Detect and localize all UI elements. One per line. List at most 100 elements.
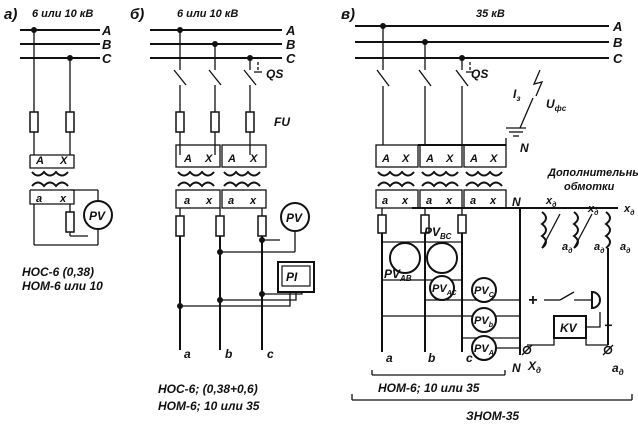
meter-label: PVА [474, 343, 494, 357]
additional-windings-label-1: Дополнительные [547, 167, 638, 179]
panel-c: в) 35 кВ A B C QS Iз Uфс N [341, 6, 638, 423]
neutral-label: N [520, 141, 529, 155]
secondary-winding [31, 181, 69, 188]
neutral-label: N [512, 195, 521, 209]
bus-label: c [267, 347, 274, 361]
svg-text:xд: xд [623, 203, 635, 217]
terminal-label: a [426, 195, 432, 207]
panel-a-caption-2: НОМ-6 или 10 [22, 279, 103, 293]
terminal-label: x [489, 195, 497, 207]
additional-winding [540, 211, 547, 249]
panel-a: а) 6 или 10 кВ A B C A X a x [4, 6, 113, 293]
bus-label: N [512, 361, 521, 375]
additional-windings-label-2: обмотки [564, 181, 615, 193]
lightning-icon [532, 69, 544, 97]
primary-winding [223, 170, 261, 177]
panel-c-caption-1: НОМ-6; 10 или 35 [378, 381, 480, 395]
voltmeter-icon [471, 307, 497, 333]
terminal-label: X [249, 153, 258, 165]
terminal-label: A [469, 153, 478, 165]
svg-text:xд: xд [545, 195, 557, 209]
secondary-winding [177, 181, 215, 188]
fuse-label: FU [274, 115, 290, 129]
meter-label: PVВС [424, 225, 452, 241]
switch-label: QS [266, 67, 283, 81]
phase-c-label: C [613, 51, 623, 66]
terminal-label: x [445, 195, 453, 207]
terminal-label: a [228, 195, 234, 207]
phase-a-label: A [101, 23, 111, 38]
terminal-label: X [445, 153, 454, 165]
meter-label: PV [89, 209, 106, 223]
svg-text:aд: aд [594, 241, 605, 255]
panel-a-label: а) [4, 6, 17, 23]
svg-text:xд: xд [587, 203, 599, 217]
primary-winding [31, 170, 69, 177]
bus-label: b [428, 351, 435, 365]
current-label: Iз [513, 87, 520, 103]
secondary-winding [223, 181, 261, 188]
panel-b-caption-1: НОС-6; (0,38+0,6) [158, 382, 258, 396]
additional-winding [604, 211, 611, 249]
terminal-label: a [184, 195, 190, 207]
fuse [175, 215, 185, 237]
output-x-label: Xд [527, 359, 541, 375]
panel-b-caption-2: НОМ-6; 10 или 35 [158, 399, 260, 413]
panel-b-label: б) [130, 6, 144, 23]
primary-winding [177, 170, 215, 177]
terminal-label: a [382, 195, 388, 207]
meter-label: PVb [474, 315, 494, 329]
terminal-label: a [36, 193, 42, 205]
svg-text:aд: aд [620, 241, 631, 255]
meter-label: PV [286, 211, 303, 225]
terminal-label: X [59, 155, 68, 167]
output-a-label: aд [612, 361, 624, 377]
panel-c-voltage: 35 кВ [476, 8, 505, 20]
voltmeter-icon [280, 202, 310, 232]
terminal-label: A [183, 153, 192, 165]
terminal-label: X [204, 153, 213, 165]
voltmeter-icon [471, 277, 497, 303]
terminal-label: A [35, 155, 44, 167]
terminal-label: A [381, 153, 390, 165]
phase-b-label: B [102, 37, 111, 52]
panel-c-caption-2: ЗНОМ-35 [466, 409, 519, 423]
panel-b: б) 6 или 10 кВ A B C QS FU A X [130, 6, 315, 413]
terminal-label: A [227, 153, 236, 165]
terminal-label: x [401, 195, 409, 207]
svg-text:aд: aд [562, 241, 573, 255]
bus-label: a [184, 347, 191, 361]
horn-icon [591, 290, 601, 310]
minus-label: − [604, 317, 612, 333]
terminal-label: x [59, 193, 67, 205]
plus-label: + [528, 292, 537, 309]
fuse [175, 111, 185, 133]
bus-label: b [225, 347, 232, 361]
panel-a-voltage: 6 или 10 кВ [32, 8, 93, 20]
phase-c-label: C [286, 51, 296, 66]
panel-a-caption-1: НОС-6 (0,38) [22, 265, 94, 279]
fuse [65, 211, 75, 233]
panel-b-voltage: 6 или 10 кВ [177, 8, 238, 20]
panel-c-label: в) [341, 6, 355, 23]
terminal-label: X [489, 153, 498, 165]
voltmeter-icon [83, 200, 113, 230]
switch-label: QS [471, 67, 488, 81]
meter-label: PI [286, 270, 298, 284]
terminal-label: A [425, 153, 434, 165]
bus-label: a [386, 351, 393, 365]
terminal-label: x [205, 195, 213, 207]
voltmeter-icon [426, 242, 458, 274]
relay-label: KV [560, 321, 578, 335]
phase-b-label: B [286, 37, 295, 52]
meter-label: PVС [474, 285, 495, 299]
fuse [457, 214, 467, 234]
fuse [65, 111, 75, 133]
meter-label: PVАВ [384, 267, 412, 283]
fuse [210, 111, 220, 133]
fuse [377, 214, 387, 234]
switch-contact [559, 291, 575, 301]
terminal-label: a [470, 195, 476, 207]
additional-winding [572, 211, 579, 249]
